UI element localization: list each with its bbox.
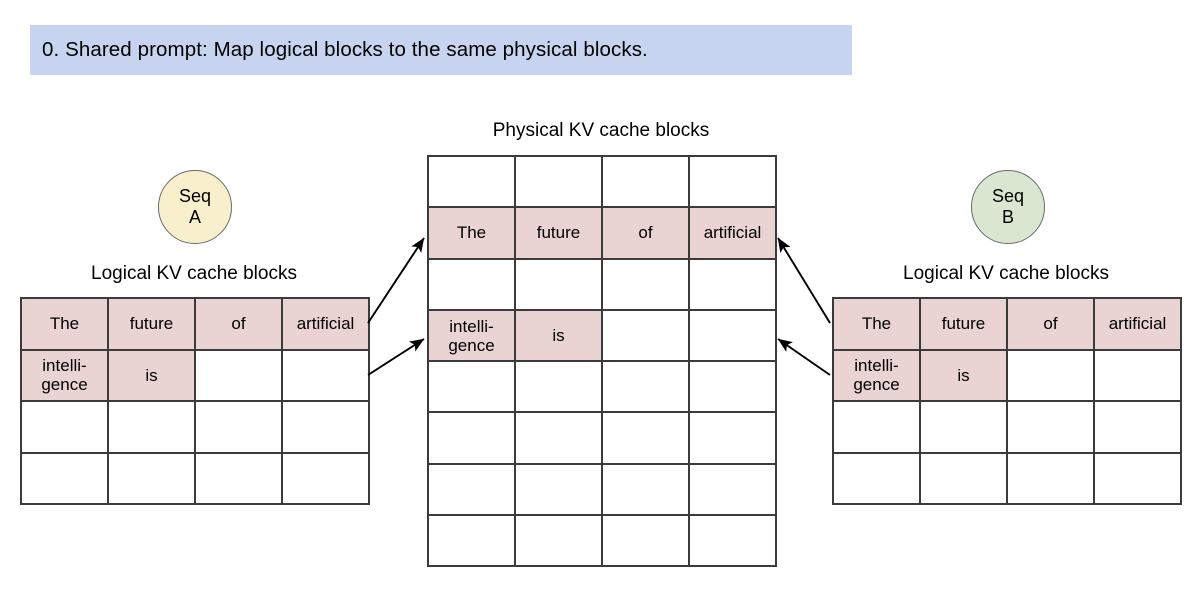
physical-kv-table-cell-r3-c3: [690, 310, 777, 363]
physical-kv-table-cell-r6-c1: [516, 464, 603, 517]
left-logical-kv-table-cell-r3-c1: [109, 453, 196, 505]
physical-kv-table-cell-r2-c2: [603, 259, 690, 311]
physical-kv-table-cell-r1-c1: future: [516, 208, 603, 260]
right-logical-blocks-caption: Logical KV cache blocks: [903, 263, 1109, 284]
physical-kv-table-cell-r3-c1: is: [516, 310, 603, 363]
sequence-badge-a-line2: A: [188, 207, 201, 227]
right-logical-kv-table-cell-r2-c0: [834, 402, 921, 454]
sequence-badge-a-line1: Seq: [178, 185, 212, 206]
right-logical-kv-table-cell-r1-c1: is: [921, 350, 1008, 402]
physical-kv-table-cell-r4-c3: [690, 362, 777, 414]
arrow-left-block1-to-physical-row4: [367, 338, 425, 376]
physical-kv-table-cell-r6-c3: [690, 464, 777, 517]
right-logical-kv-table-cell-r0-c2: of: [1008, 299, 1095, 351]
left-logical-kv-table-cell-r0-c2: of: [196, 299, 283, 351]
left-logical-kv-table-cell-r0-c1: future: [109, 299, 196, 351]
left-logical-kv-table-cell-r1-c0: intelli- gence: [22, 350, 109, 402]
physical-kv-table-cell-r2-c3: [690, 259, 777, 311]
left-logical-kv-table-cell-r0-c3: artificial: [283, 299, 370, 351]
left-logical-kv-table-cell-r1-c1: is: [109, 350, 196, 402]
arrow-right-block0-to-physical-row2: [777, 237, 831, 324]
right-logical-kv-table-cell-r3-c3: [1095, 453, 1182, 505]
physical-kv-table-cell-r6-c2: [603, 464, 690, 517]
right-logical-kv-table-cell-r1-c0: intelli- gence: [834, 350, 921, 402]
physical-kv-table-cell-r4-c1: [516, 362, 603, 414]
physical-kv-table-cell-r5-c3: [690, 413, 777, 465]
left-logical-kv-table-cell-r3-c2: [196, 453, 283, 505]
physical-kv-table-cell-r0-c0: [429, 157, 516, 209]
right-logical-kv-table-cell-r0-c3: artificial: [1095, 299, 1182, 351]
left-logical-blocks-caption: Logical KV cache blocks: [91, 263, 297, 284]
left-logical-kv-table-cell-r3-c3: [283, 453, 370, 505]
physical-kv-table-cell-r0-c2: [603, 157, 690, 209]
physical-kv-table-cell-r7-c1: [516, 516, 603, 568]
sequence-badge-b-line2: B: [1001, 207, 1014, 227]
sequence-badge-b-line1: Seq: [991, 185, 1025, 206]
right-logical-kv-table-cell-r0-c1: future: [921, 299, 1008, 351]
physical-kv-table-cell-r5-c0: [429, 413, 516, 465]
left-logical-kv-table-cell-r2-c3: [283, 402, 370, 454]
left-logical-kv-table-cell-r2-c0: [22, 402, 109, 454]
physical-kv-table-cell-r0-c3: [690, 157, 777, 209]
physical-kv-table-cell-r2-c1: [516, 259, 603, 311]
right-logical-kv-table-cell-r2-c2: [1008, 402, 1095, 454]
arrow-left-block0-to-physical-row2: [367, 237, 425, 324]
sequence-badge-a: Seq A: [158, 170, 232, 244]
left-logical-kv-table-cell-r3-c0: [22, 453, 109, 505]
right-logical-kv-table-cell-r3-c2: [1008, 453, 1095, 505]
physical-kv-table-cell-r5-c2: [603, 413, 690, 465]
physical-kv-table-cell-r4-c2: [603, 362, 690, 414]
physical-kv-table-cell-r1-c0: The: [429, 208, 516, 260]
physical-kv-table-cell-r7-c2: [603, 516, 690, 568]
physical-kv-table-cell-r7-c0: [429, 516, 516, 568]
physical-kv-table-cell-r3-c0: intelli- gence: [429, 310, 516, 363]
left-logical-kv-table-cell-r2-c2: [196, 402, 283, 454]
left-logical-kv-table-cell-r2-c1: [109, 402, 196, 454]
left-logical-kv-table-cell-r1-c3: [283, 350, 370, 402]
right-logical-kv-table-cell-r2-c1: [921, 402, 1008, 454]
sequence-badge-b: Seq B: [971, 170, 1045, 244]
prompt-banner-text: 0. Shared prompt: Map logical blocks to …: [42, 37, 648, 61]
prompt-banner: 0. Shared prompt: Map logical blocks to …: [30, 25, 852, 75]
physical-kv-table-cell-r2-c0: [429, 259, 516, 311]
right-logical-kv-table-cell-r2-c3: [1095, 402, 1182, 454]
right-logical-kv-table-cell-r1-c3: [1095, 350, 1182, 402]
physical-kv-table-cell-r6-c0: [429, 464, 516, 517]
physical-kv-table-cell-r4-c0: [429, 362, 516, 414]
physical-kv-table-cell-r0-c1: [516, 157, 603, 209]
physical-blocks-caption: Physical KV cache blocks: [492, 120, 710, 141]
right-logical-kv-table-cell-r3-c0: [834, 453, 921, 505]
right-logical-kv-table-cell-r3-c1: [921, 453, 1008, 505]
left-logical-kv-table-cell-r0-c0: The: [22, 299, 109, 351]
physical-kv-table-cell-r1-c3: artificial: [690, 208, 777, 260]
physical-kv-table-cell-r3-c2: [603, 310, 690, 363]
physical-kv-table-cell-r5-c1: [516, 413, 603, 465]
physical-kv-table-cell-r7-c3: [690, 516, 777, 568]
arrow-right-block1-to-physical-row4: [777, 338, 831, 376]
physical-kv-table-cell-r1-c2: of: [603, 208, 690, 260]
left-logical-kv-table-cell-r1-c2: [196, 350, 283, 402]
right-logical-kv-table-cell-r1-c2: [1008, 350, 1095, 402]
right-logical-kv-table-cell-r0-c0: The: [834, 299, 921, 351]
